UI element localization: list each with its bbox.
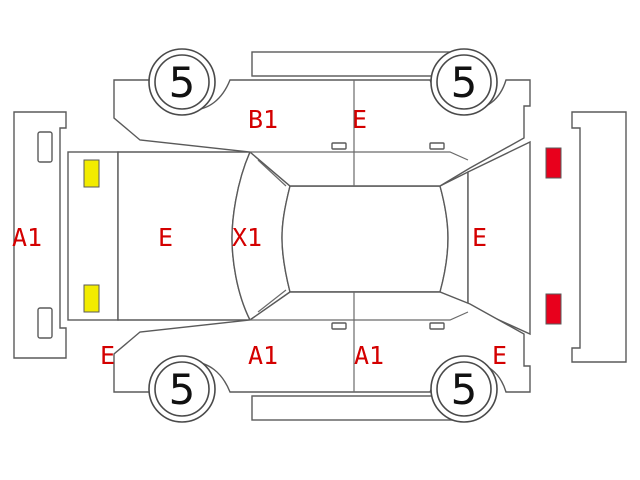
code-front-bumper: A1 xyxy=(12,223,42,252)
tire-front-left: 5 xyxy=(148,48,216,116)
rear-glass-area xyxy=(439,140,531,336)
front-left-lamp-marker xyxy=(83,159,100,188)
front-right-lamp-marker xyxy=(83,284,100,313)
lower-side-panels xyxy=(113,291,531,421)
code-windshield: X1 xyxy=(232,223,262,252)
code-front-door-lower: A1 xyxy=(248,341,278,370)
tire-front-left-tread: 5 xyxy=(169,58,196,107)
code-roof-left-upper: B1 xyxy=(248,105,278,134)
code-front-fender-lower: E xyxy=(100,341,115,370)
tire-rear-left-tread: 5 xyxy=(451,58,478,107)
tire-rear-right-tread: 5 xyxy=(451,365,478,414)
code-hood: E xyxy=(158,223,173,252)
rear-right-lamp-marker xyxy=(545,293,562,325)
tire-rear-left: 5 xyxy=(430,48,498,116)
tire-rear-right: 5 xyxy=(430,355,498,423)
code-rear-quarter-lower: E xyxy=(492,341,507,370)
rear-left-lamp-marker xyxy=(545,147,562,179)
upper-side-panels xyxy=(113,51,531,187)
tire-front-right-tread: 5 xyxy=(169,365,196,414)
roof xyxy=(281,185,449,293)
front-bumper xyxy=(13,111,67,359)
tire-front-right: 5 xyxy=(148,355,216,423)
code-rear-glass: E xyxy=(472,223,487,252)
code-rear-door-lower: A1 xyxy=(354,341,384,370)
rear-bumper xyxy=(571,111,627,363)
code-roof-right-upper: E xyxy=(352,105,367,134)
